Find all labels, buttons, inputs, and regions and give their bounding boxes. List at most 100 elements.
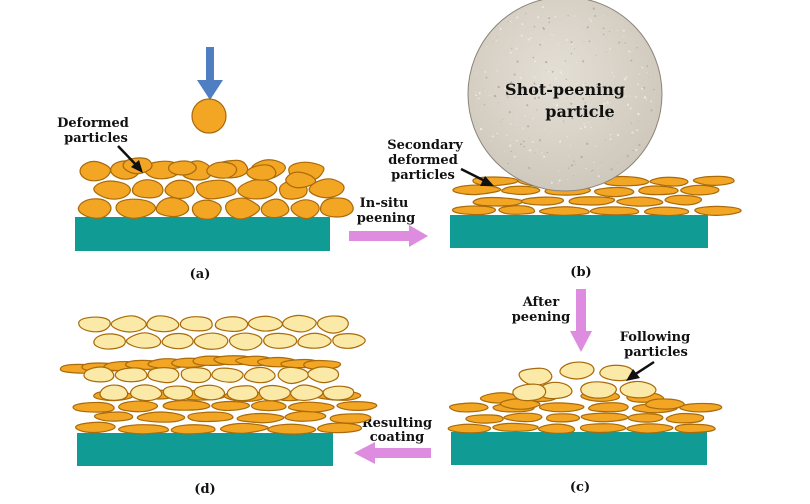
ball-texture-dot (592, 7, 595, 10)
deformed-particle (679, 402, 723, 413)
ball-texture-dot (585, 106, 588, 109)
ball-texture-dot (484, 71, 487, 73)
coating-particle-light (316, 315, 349, 334)
panel-d: (d) (59, 314, 378, 497)
ball-texture-dot (569, 95, 570, 96)
ball-texture-dot (490, 140, 492, 142)
ball-texture-dot (635, 96, 637, 98)
svg-text:Deformed: Deformed (57, 116, 129, 131)
ball-texture-dot (507, 162, 509, 165)
ball-texture-dot (534, 83, 536, 85)
ball-texture-dot (508, 111, 511, 114)
ball-texture-dot (519, 76, 523, 79)
deformed-particle (626, 423, 674, 434)
ball-texture-dot (543, 155, 546, 158)
ball-texture-dot (636, 129, 638, 132)
coating-particle-light (226, 385, 259, 402)
ball-texture-dot (522, 87, 525, 90)
coating-particle-light (110, 315, 147, 333)
deformed-particle (579, 423, 627, 434)
ball-texture-dot (623, 87, 626, 90)
ball-texture-dot (513, 155, 516, 158)
ball-texture-dot (562, 91, 564, 93)
ball-texture-dot (586, 26, 589, 29)
coating-particle (118, 400, 159, 413)
ball-texture-dot (584, 102, 586, 104)
svg-text:particles: particles (64, 131, 128, 146)
coating-particle (75, 421, 116, 434)
ball-texture-dot (648, 77, 649, 79)
ball-texture-dot (625, 76, 628, 79)
ball-texture-dot (479, 127, 483, 131)
ball-texture-dot (585, 83, 587, 85)
ball-texture-dot (526, 104, 529, 107)
ball-texture-dot (534, 60, 537, 63)
ball-texture-dot (523, 145, 525, 148)
coating-particle-light (129, 384, 163, 402)
ball-texture-dot (609, 138, 612, 141)
deformed-particle (164, 179, 195, 200)
secondary-deformed-particle (451, 205, 497, 216)
deformed-particle (674, 423, 716, 434)
ball-texture-dot (551, 70, 554, 73)
ball-texture-dot (516, 139, 518, 142)
ball-texture-dot (555, 104, 559, 107)
ball-texture-dot (638, 143, 641, 147)
following-particle (518, 367, 553, 386)
ball-texture-dot (597, 168, 599, 170)
ball-texture-dot (514, 97, 516, 98)
impact-arrow (197, 47, 223, 100)
ball-texture-dot (570, 102, 573, 105)
ball-texture-dot (589, 96, 591, 98)
ball-texture-dot (592, 169, 594, 172)
annotation-secondary-deformed: Secondary deformed particles (387, 138, 494, 186)
deformed-particle (260, 198, 290, 219)
deformed-particle (447, 423, 492, 434)
coating-particle-light (297, 332, 332, 349)
ball-texture-dot (515, 47, 518, 50)
deformed-particle (538, 402, 585, 413)
coating-particle (317, 422, 363, 434)
coating-particle-light (146, 315, 180, 333)
ball-texture-dot (574, 107, 576, 109)
deformed-particle (537, 423, 576, 435)
deformed-particle (308, 178, 345, 199)
ball-texture-dot (637, 121, 639, 122)
ball-texture-dot (636, 46, 638, 49)
coating-particle-light (114, 367, 148, 383)
ball-texture-dot (559, 71, 563, 74)
ball-texture-dot (613, 76, 615, 78)
coating-particle-light (125, 332, 162, 349)
ball-texture (474, 6, 655, 184)
ball-texture-dot (595, 83, 597, 85)
ball-texture-dot (496, 40, 498, 42)
ball-texture-dot (541, 152, 543, 154)
ball-texture-dot (539, 43, 542, 46)
ball-texture-dot (497, 102, 499, 104)
ball-texture-dot (623, 36, 625, 38)
ball-texture-dot (566, 97, 568, 99)
ball-texture-dot (502, 118, 504, 120)
ball-texture-dot (595, 54, 597, 56)
ball-texture-dot (536, 109, 538, 111)
ball-texture-dot (534, 152, 536, 154)
coating-particle (267, 423, 317, 435)
coating-particle (93, 411, 134, 422)
ball-texture-dot (547, 71, 550, 73)
ball-texture-dot (589, 18, 591, 20)
ball-texture-dot (569, 144, 571, 146)
coating-particle-light (277, 366, 310, 385)
ball-texture-dot (571, 117, 574, 120)
ball-texture-dot (646, 65, 649, 68)
coating-particle-light (193, 332, 229, 350)
ball-texture-dot (535, 77, 537, 79)
ball-texture-dot (590, 126, 592, 129)
ball-texture-dot (594, 15, 597, 17)
coating-particle-light (322, 385, 355, 401)
coating-particle (284, 410, 327, 422)
coating-particle (162, 399, 211, 411)
secondary-deformed-particle (452, 184, 502, 196)
ball-texture-dot (530, 37, 532, 40)
deformed-particle (246, 164, 277, 181)
ball-texture-dot (528, 91, 531, 94)
